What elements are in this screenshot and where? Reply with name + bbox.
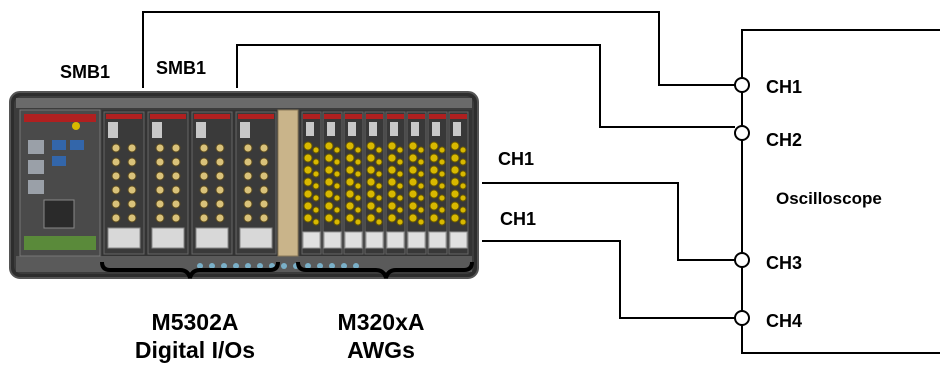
status-led xyxy=(197,263,203,269)
awg-module-slot xyxy=(385,111,406,255)
osc-ch2-label: CH2 xyxy=(766,130,803,150)
ch1-port-icon xyxy=(734,77,750,93)
awg-module-desc: AWGs xyxy=(347,337,415,363)
awg-module-slot xyxy=(448,111,469,255)
awg-brace xyxy=(296,261,474,279)
awg-module-slot xyxy=(406,111,427,255)
controller-module xyxy=(19,109,101,257)
awg-module-slot xyxy=(343,111,364,255)
wire-smb1-left-to-ch1 xyxy=(142,11,735,88)
awg-module-slot xyxy=(322,111,343,255)
status-led xyxy=(221,263,227,269)
smb1-label-left: SMB1 xyxy=(60,62,111,82)
ch2-port-icon xyxy=(734,125,750,141)
smb1-label-right: SMB1 xyxy=(156,58,207,78)
oscilloscope-outline xyxy=(741,29,940,354)
ch3-port-icon xyxy=(734,252,750,268)
oscilloscope-title: Oscilloscope xyxy=(776,189,882,208)
status-led xyxy=(245,263,251,269)
io-module-desc: Digital I/Os xyxy=(134,337,256,363)
status-led xyxy=(257,263,263,269)
wire-awg-ch1-to-ch4 xyxy=(482,240,735,319)
osc-ch4-label: CH4 xyxy=(766,311,803,331)
io-brace xyxy=(100,261,280,279)
status-led xyxy=(209,263,215,269)
osc-ch1-label: CH1 xyxy=(766,77,803,97)
awg-module-model: M320xA xyxy=(337,309,425,335)
io-module-caption: M5302A Digital I/Os xyxy=(110,308,280,364)
status-led xyxy=(353,263,359,269)
awg-module-slot xyxy=(427,111,448,255)
awg-module-slot xyxy=(364,111,385,255)
wire-awg-ch1-to-ch3 xyxy=(482,182,735,261)
wire-smb1-right-to-ch2 xyxy=(236,44,735,128)
io-module-slot xyxy=(103,111,145,255)
status-led xyxy=(281,263,287,269)
osc-ch3-label: CH3 xyxy=(766,253,803,273)
status-led xyxy=(317,263,323,269)
io-module-slot xyxy=(147,111,189,255)
status-led xyxy=(305,263,311,269)
ch4-port-icon xyxy=(734,310,750,326)
awg-module-slot xyxy=(301,111,322,255)
io-module-slot xyxy=(235,111,277,255)
io-module-slot xyxy=(191,111,233,255)
status-led xyxy=(341,263,347,269)
awg-ch1-label-bottom: CH1 xyxy=(500,209,537,229)
io-module-model: M5302A xyxy=(151,309,239,335)
pxi-chassis-image xyxy=(9,91,479,279)
status-led xyxy=(233,263,239,269)
awg-module-caption: M320xA AWGs xyxy=(306,308,456,364)
awg-ch1-label-top: CH1 xyxy=(498,149,535,169)
status-led xyxy=(329,263,335,269)
